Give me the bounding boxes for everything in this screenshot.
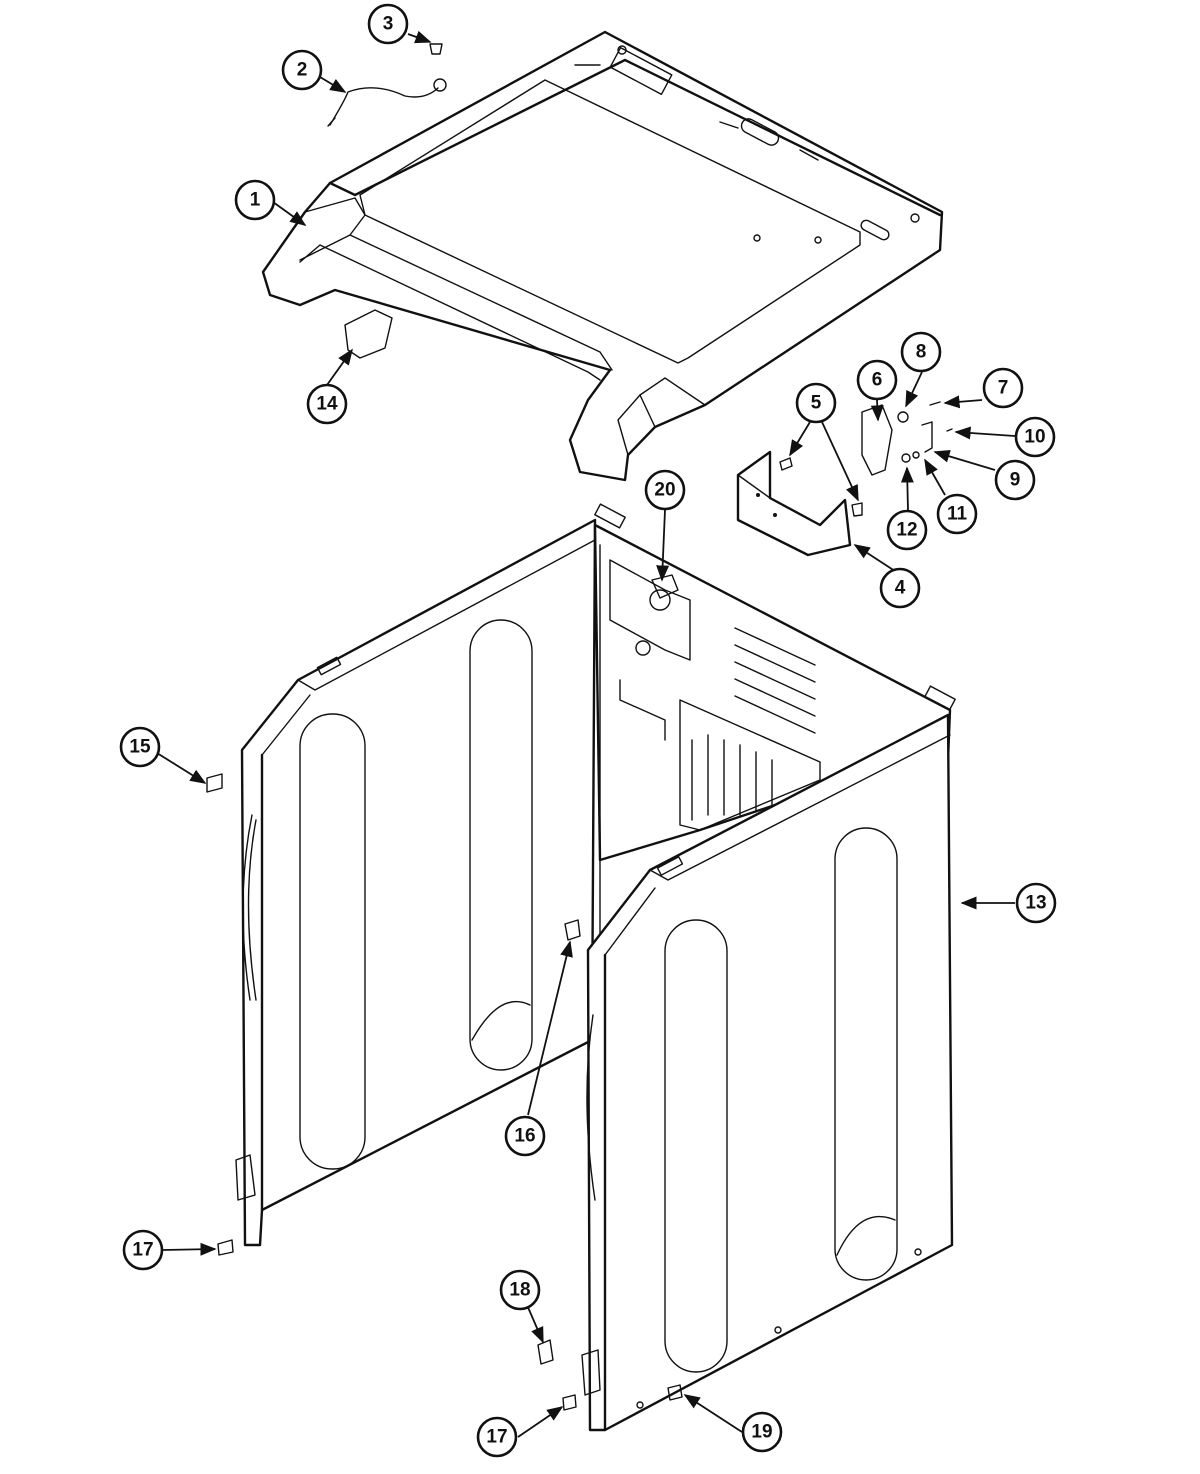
svg-text:19: 19 bbox=[751, 1422, 772, 1443]
callout-17-bottom: 17 bbox=[476, 1416, 518, 1458]
top-cover-part bbox=[261, 30, 944, 482]
callout-13: 13 bbox=[1015, 882, 1057, 924]
svg-text:6: 6 bbox=[872, 370, 883, 391]
svg-text:9: 9 bbox=[1010, 470, 1021, 491]
callout-9: 9 bbox=[994, 459, 1036, 501]
callout-12: 12 bbox=[886, 509, 928, 551]
callout-16: 16 bbox=[504, 1115, 546, 1157]
callout-20: 20 bbox=[644, 469, 686, 511]
svg-text:13: 13 bbox=[1025, 893, 1046, 914]
svg-text:1: 1 bbox=[250, 190, 261, 211]
svg-text:11: 11 bbox=[947, 504, 968, 525]
svg-text:20: 20 bbox=[654, 480, 675, 501]
callout-8: 8 bbox=[900, 331, 942, 373]
callout-15: 15 bbox=[119, 726, 161, 768]
callout-11: 11 bbox=[936, 493, 978, 535]
svg-text:15: 15 bbox=[129, 737, 151, 758]
svg-text:5: 5 bbox=[811, 393, 822, 414]
svg-text:14: 14 bbox=[316, 394, 338, 415]
svg-text:17: 17 bbox=[132, 1240, 153, 1261]
svg-text:2: 2 bbox=[297, 60, 308, 81]
callout-5: 5 bbox=[795, 382, 837, 424]
svg-text:8: 8 bbox=[916, 342, 927, 363]
svg-text:18: 18 bbox=[509, 1280, 530, 1301]
svg-text:17: 17 bbox=[486, 1427, 507, 1448]
callout-3: 3 bbox=[367, 3, 409, 45]
callout-18: 18 bbox=[499, 1269, 541, 1311]
svg-text:3: 3 bbox=[383, 14, 394, 35]
svg-text:4: 4 bbox=[895, 578, 906, 599]
svg-text:12: 12 bbox=[896, 520, 917, 541]
callout-1: 1 bbox=[234, 179, 276, 221]
svg-text:10: 10 bbox=[1024, 427, 1045, 448]
svg-text:7: 7 bbox=[998, 378, 1009, 399]
callout-4: 4 bbox=[879, 567, 921, 609]
left-side-panel bbox=[235, 518, 597, 1247]
callout-14: 14 bbox=[306, 383, 348, 425]
callout-2: 2 bbox=[281, 49, 323, 91]
callout-10: 10 bbox=[1014, 416, 1056, 458]
mounting-bracket-part bbox=[736, 450, 852, 557]
callout-7: 7 bbox=[982, 367, 1024, 409]
leader-lines bbox=[156, 30, 1016, 1438]
callout-6: 6 bbox=[856, 359, 898, 401]
front-cabinet-panel bbox=[581, 713, 954, 1432]
svg-text:16: 16 bbox=[514, 1126, 535, 1147]
callout-17-left: 17 bbox=[122, 1229, 164, 1271]
callout-19: 19 bbox=[741, 1411, 783, 1453]
